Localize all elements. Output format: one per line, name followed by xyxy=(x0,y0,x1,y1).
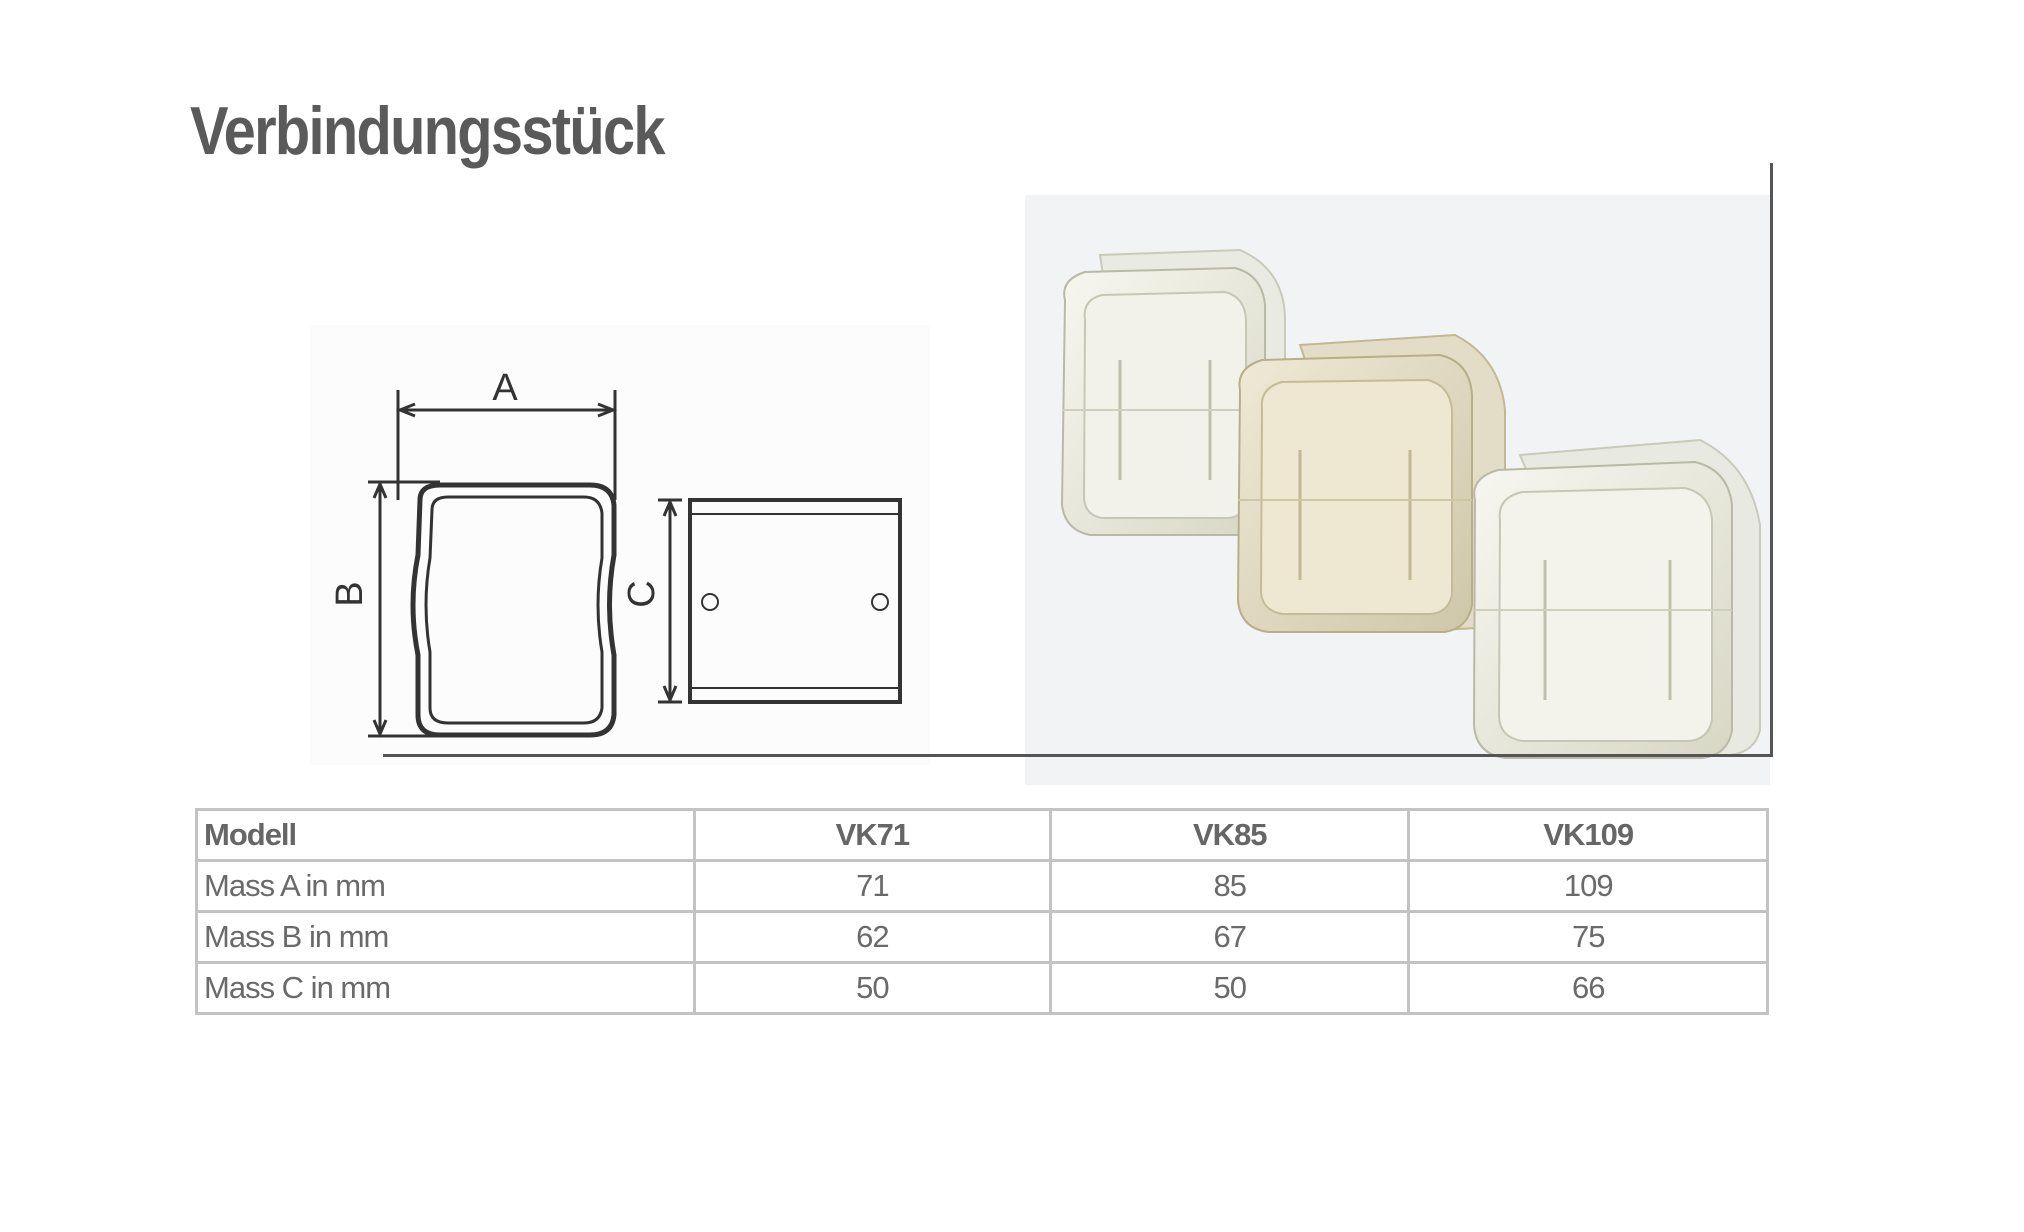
table-cell: 67 xyxy=(1049,910,1411,964)
header-vk71: VK71 xyxy=(692,808,1053,862)
frame-line-vertical xyxy=(1770,163,1773,757)
dimension-label-c: C xyxy=(621,580,663,607)
row-label: Mass B in mm xyxy=(195,910,696,964)
front-view-drawing: A B C xyxy=(329,367,902,738)
table-cell: 109 xyxy=(1407,859,1769,913)
header-vk85: VK85 xyxy=(1049,808,1411,862)
table-row: Mass C in mm 50 50 66 xyxy=(195,961,1769,1015)
frame-line-horizontal xyxy=(383,754,1773,757)
spec-table: Modell VK71 VK85 VK109 Mass A in mm 71 8… xyxy=(195,808,1769,1015)
row-label: Mass C in mm xyxy=(195,961,696,1015)
dimension-label-b: B xyxy=(329,581,371,606)
table-cell: 62 xyxy=(692,910,1053,964)
drawing-background xyxy=(310,325,930,765)
dimension-c xyxy=(658,498,682,704)
table-cell: 75 xyxy=(1407,910,1769,964)
side-view-outline xyxy=(688,498,902,704)
dimension-b xyxy=(368,480,440,738)
table-cell: 50 xyxy=(692,961,1053,1015)
dimension-label-a: A xyxy=(492,367,518,409)
table-row: Mass B in mm 62 67 75 xyxy=(195,910,1769,964)
connector-product-2 xyxy=(1236,333,1506,634)
connector-product-1 xyxy=(1060,248,1286,536)
table-cell: 71 xyxy=(692,859,1053,913)
table-cell: 50 xyxy=(1049,961,1411,1015)
header-modell: Modell xyxy=(195,808,696,862)
row-label: Mass A in mm xyxy=(195,859,696,913)
table-cell: 85 xyxy=(1049,859,1411,913)
product-figure: A B C xyxy=(310,163,1773,785)
table-header-row: Modell VK71 VK85 VK109 xyxy=(195,808,1769,862)
table-row: Mass A in mm 71 85 109 xyxy=(195,859,1769,913)
product-photo xyxy=(1060,248,1761,760)
header-vk109: VK109 xyxy=(1407,808,1769,862)
page-title: Verbindungsstück xyxy=(190,93,666,169)
front-view-outline xyxy=(410,482,617,738)
connector-product-3 xyxy=(1472,438,1761,760)
table-cell: 66 xyxy=(1407,961,1769,1015)
